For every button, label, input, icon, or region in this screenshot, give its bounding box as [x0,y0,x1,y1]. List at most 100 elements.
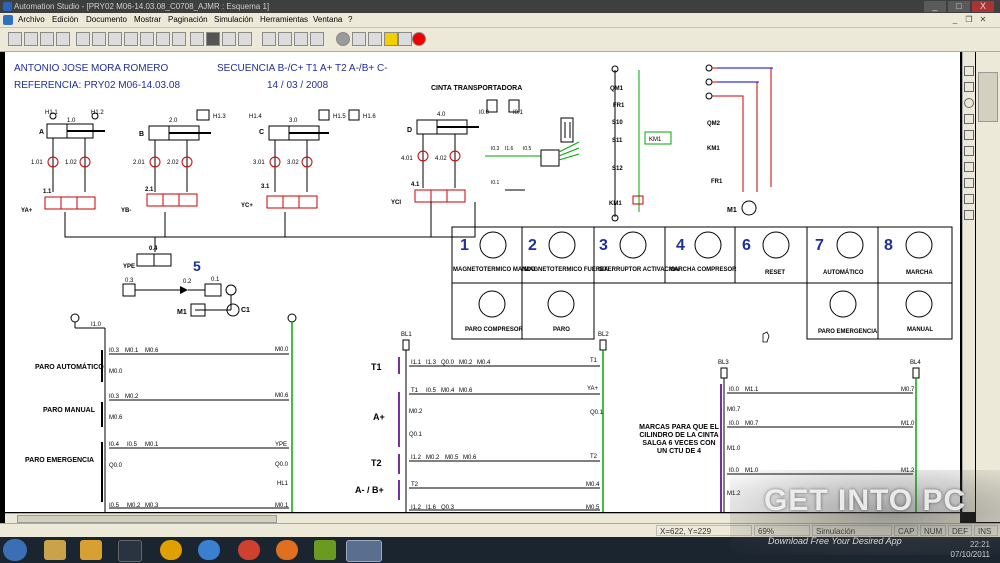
fill-tool-icon[interactable] [964,178,974,188]
panel-interruptor-activacion[interactable]: 3 INTERRUPTOR ACTIVACION [598,231,680,273]
new-icon[interactable] [8,32,22,46]
rung-a-plus[interactable]: A+ T1 I0.5 M0.4 M0.6 M0.2 Q0.1 YA+ Q0.1 [373,386,604,438]
print-icon[interactable] [56,32,70,46]
record-icon[interactable] [398,32,412,46]
table-icon[interactable] [238,32,252,46]
simulation-step-icon[interactable] [352,32,366,46]
horizontal-scrollbar[interactable] [5,513,960,524]
panel-magnetotermico-mando[interactable]: 1 MAGNETOTERMICO MANDO [453,231,536,273]
redo-icon[interactable] [172,32,186,46]
open-icon[interactable] [24,32,38,46]
page-icon[interactable] [76,32,90,46]
panel-marcha[interactable]: 8 MARCHA [884,231,933,276]
line-tool-icon[interactable] [964,66,974,76]
menu-help[interactable]: ? [348,15,353,24]
simulation-normal-icon[interactable] [336,32,350,46]
taskbar-media-icon[interactable] [80,540,102,560]
pen-tool-icon[interactable] [964,162,974,172]
arc-tool-icon[interactable] [964,130,974,140]
taskbar-hp-icon[interactable] [118,540,142,562]
close-button[interactable]: X [972,1,994,12]
air-supply[interactable]: 0.4 YPE 5 0.2 0.1 0.3 M1 C1 [64,202,476,317]
conveyor-i16: I1.6 [505,146,514,152]
cut-icon[interactable] [108,32,122,46]
rung-a-minus-b-plus[interactable]: A- / B+ T2 M0.4 [355,482,600,495]
maximize-button[interactable]: □ [948,1,970,12]
vertical-scroll-thumb[interactable] [978,72,998,122]
rectangle-tool-icon[interactable] [964,82,974,92]
simulation-fast-icon[interactable] [368,32,382,46]
minimize-button[interactable]: _ [924,1,946,12]
start-button[interactable] [3,539,27,561]
zoom-out-icon[interactable] [278,32,292,46]
cylinder-b[interactable]: B 2.0 H1.3 2.01 2.02 2.1 YB- [121,109,226,214]
save-icon[interactable] [40,32,54,46]
cylinder-d[interactable]: D 4.0 4.01 4.02 4.1 YCI [391,112,479,206]
menu-documento[interactable]: Documento [86,15,127,24]
vertical-scrollbar[interactable] [976,52,1000,522]
menu-simulacion[interactable]: Simulación [214,15,254,24]
pointer-icon[interactable] [190,32,204,46]
schematic-svg: ANTONIO JOSE MORA ROMERO SECUENCIA B-/C+… [14,63,953,512]
page-add-icon[interactable] [92,32,106,46]
paste-icon[interactable] [140,32,154,46]
taskbar-firefox-icon[interactable] [276,540,298,560]
panel-paro-emergencia[interactable]: PARO EMERGENCIA [818,290,878,335]
schematic-canvas[interactable]: ANTONIO JOSE MORA ROMERO SECUENCIA B-/C+… [5,52,960,512]
zoom-fit-icon[interactable] [294,32,308,46]
taskbar-chrome-icon[interactable] [238,540,260,560]
rung-t1[interactable]: T1 I1.1 I1.3 Q0.0 M0.2 M0.4 T1 [371,358,600,372]
mdi-minimize-button[interactable]: _ [952,15,958,24]
horizontal-scroll-thumb[interactable] [17,515,277,523]
zoom-in-icon[interactable] [262,32,276,46]
panel-manual[interactable]: MANUAL [905,290,933,333]
operator-panel [451,226,953,340]
sensor-h13: H1.3 [213,114,226,120]
ellipse-tool-icon[interactable] [964,98,974,108]
rung-paro-manual[interactable]: PARO MANUAL I0.3 M0.2 M0.6 M0.6 [43,393,289,421]
copy-icon[interactable] [124,32,138,46]
menu-edicion[interactable]: Edición [52,15,79,24]
group-tool-icon[interactable] [964,210,974,220]
drawing-tool-strip [962,52,975,512]
rung-m12[interactable]: I0.0 M1.0 M1.2 M1.2 [727,468,915,497]
undo-icon[interactable] [156,32,170,46]
align-tool-icon[interactable] [964,194,974,204]
rung-m07[interactable]: I0.0 M1.1 M0.7 M0.7 [727,387,915,413]
cylinder-a[interactable]: A 1.0 H1.1 H1.2 1.01 1.02 1.1 YA+ [21,110,105,214]
menu-ventana[interactable]: Ventana [313,15,343,24]
svg-text:M0.2: M0.2 [459,360,473,366]
menu-paginacion[interactable]: Paginación [168,15,208,24]
panel-paro[interactable]: PARO [547,290,575,333]
panel-magnetotermico-fuerza[interactable]: 2 MAGNETOTERMICO FUERZA [524,231,609,273]
menu-archivo[interactable]: Archivo [18,15,45,24]
rung-left-4[interactable]: I0.5 M0.2 M0.3 M0.1 [109,503,289,509]
taskbar-automation-studio-icon[interactable] [346,540,382,562]
rung-paro-automatico[interactable]: PARO AUTOMÁTICO I0.3 M0.1 M0.6 M0.0 M0.0 [35,347,289,375]
taskbar-app-icon[interactable] [314,540,336,560]
taskbar-mcafee-icon[interactable] [160,540,182,560]
panel-reset[interactable]: 6 RESET [742,231,790,276]
zoom-window-icon[interactable] [310,32,324,46]
rung-paro-emergencia[interactable]: PARO EMERGENCIA I0.4 I0.5 M0.1 Q0.0 YPE … [25,442,289,487]
polygon-tool-icon[interactable] [964,114,974,124]
rung-m10[interactable]: I0.0 M0.7 M1.0 M1.0 [727,421,915,452]
taskbar-ie-icon[interactable] [198,540,220,560]
chart-icon[interactable] [222,32,236,46]
rung-t2[interactable]: T2 I1.2 M0.2 M0.5 M0.6 T2 [371,454,600,468]
panel-marcha-compresor[interactable]: 4 MARCHA COMPRESOR [669,231,737,273]
rung-mid-5[interactable]: I1.2 I1.6 Q0.3 M0.5 [409,505,600,511]
ladder-left: I1.0 [70,313,297,512]
panel-paro-compresor[interactable]: PARO COMPRESOR [465,290,524,333]
component-icon[interactable] [206,32,220,46]
menu-herramientas[interactable]: Herramientas [260,15,309,24]
taskbar-explorer-icon[interactable] [44,540,66,560]
pause-icon[interactable] [384,32,398,46]
mdi-restore-button[interactable]: ❐ [965,15,973,24]
text-tool-icon[interactable] [964,146,974,156]
menu-mostrar[interactable]: Mostrar [134,15,162,24]
stop-icon[interactable] [412,32,426,46]
mdi-close-button[interactable]: ✕ [979,15,987,24]
panel-automatico[interactable]: 7 AUTOMÁTICO [815,231,864,276]
cylinder-c[interactable]: C 3.0 H1.4 H1.5 H1.6 3.01 3.02 3.1 YC+ [241,109,376,209]
